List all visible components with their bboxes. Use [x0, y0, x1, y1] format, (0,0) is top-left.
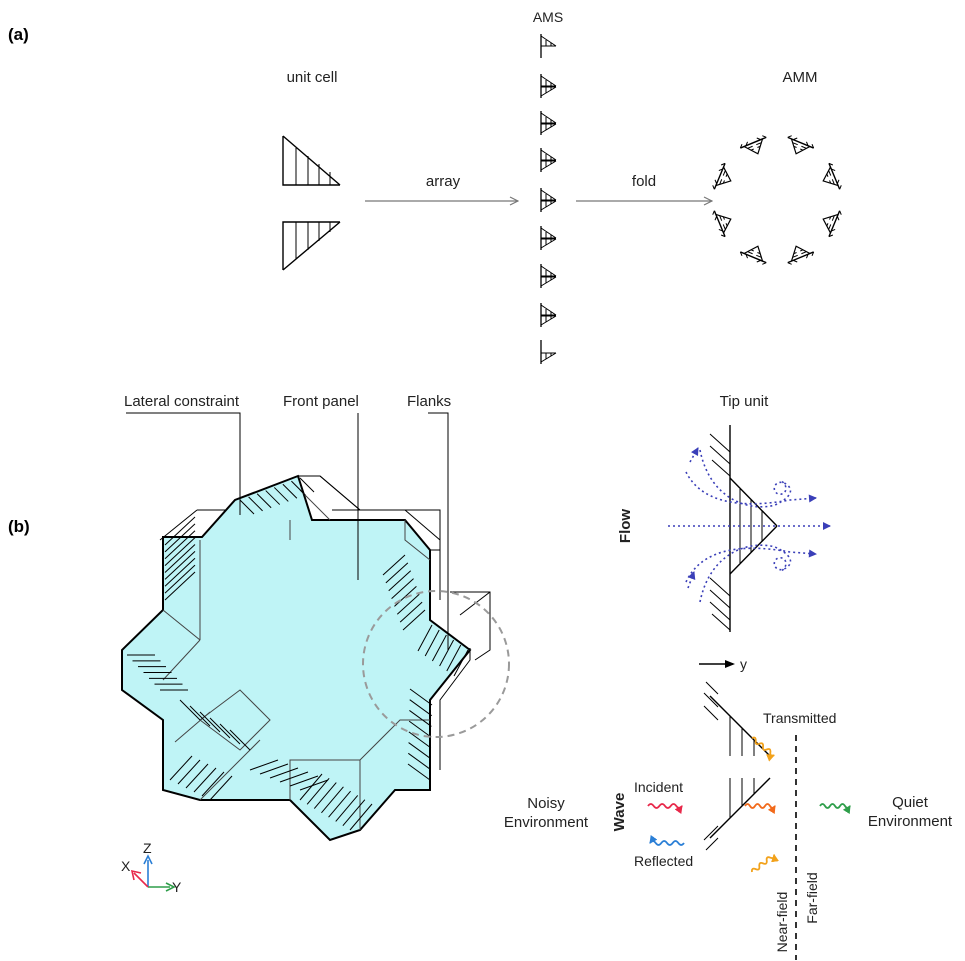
amm-unit: [822, 162, 842, 190]
unit-cell-label: unit cell: [287, 69, 338, 86]
near-field-label: Near-field: [774, 892, 790, 953]
callout-flanks: Flanks: [407, 393, 451, 410]
unit-cell-shape: [282, 135, 341, 271]
amm-back-outline: [159, 475, 491, 770]
fold-label: fold: [632, 173, 656, 190]
y-direction-label: y: [740, 656, 747, 672]
amm-3d-model: [121, 474, 510, 842]
wave-arrow: [751, 736, 775, 762]
quiet-line-1: Quiet: [892, 794, 929, 811]
reflected-label: Reflected: [634, 853, 693, 869]
wave-arrow: [744, 803, 776, 815]
panel-label-a: (a): [8, 25, 29, 44]
noisy-line-2: Environment: [504, 814, 589, 831]
wave-arrow: [647, 803, 683, 815]
detail-circle: [362, 590, 510, 738]
amm-unit: [787, 135, 815, 155]
amm-label: AMM: [783, 69, 818, 86]
ams-unit: [540, 34, 557, 58]
ams-unit: [540, 188, 557, 212]
wave-arrow: [649, 834, 685, 846]
ams-unit: [540, 148, 557, 172]
amm-unit: [739, 245, 767, 265]
ams-unit: [540, 74, 557, 98]
tip-unit-label: Tip unit: [720, 393, 769, 410]
callout-leaders: [126, 412, 449, 650]
axis-x-label: X: [121, 858, 131, 874]
ams-label: AMS: [533, 9, 563, 25]
unit-cell-group: unit cell: [282, 69, 341, 271]
front-panel-face: [121, 474, 472, 842]
array-label: array: [426, 173, 461, 190]
wave-label: Wave: [611, 793, 628, 832]
axis-z-label: Z: [143, 840, 152, 856]
amm-unit: [712, 210, 732, 238]
noisy-line-1: Noisy: [527, 795, 565, 812]
transmitted-label: Transmitted: [763, 710, 836, 726]
amm-unit: [787, 245, 815, 265]
ams-unit: [540, 111, 557, 135]
wave-arrow: [751, 853, 780, 873]
callout-lateral: Lateral constraint: [124, 393, 240, 410]
flow-label: Flow: [617, 509, 634, 543]
incident-label: Incident: [634, 779, 683, 795]
flank-hatching: [127, 477, 469, 831]
ams-unit: [540, 226, 557, 250]
far-field-label: Far-field: [804, 872, 820, 923]
wave-arrow: [819, 803, 851, 815]
tip-unit-diagram: Flow: [617, 425, 831, 632]
amm-unit: [739, 135, 767, 155]
callout-front: Front panel: [283, 393, 359, 410]
quiet-line-2: Environment: [868, 813, 953, 830]
ams-unit: [540, 340, 557, 364]
wave-diagram: Transmitted Incident Reflected Noisy Env…: [504, 681, 953, 960]
coordinate-axes: Z X Y: [121, 840, 182, 895]
amm-unit: [822, 210, 842, 238]
axis-y-label: Y: [172, 879, 182, 895]
ams-column: [540, 34, 557, 364]
ams-unit: [540, 264, 557, 288]
ams-unit: [540, 303, 557, 327]
amm-ring: [712, 135, 842, 265]
panel-label-b: (b): [8, 517, 30, 536]
amm-unit: [712, 162, 732, 190]
wave-squiggles: [647, 736, 851, 873]
